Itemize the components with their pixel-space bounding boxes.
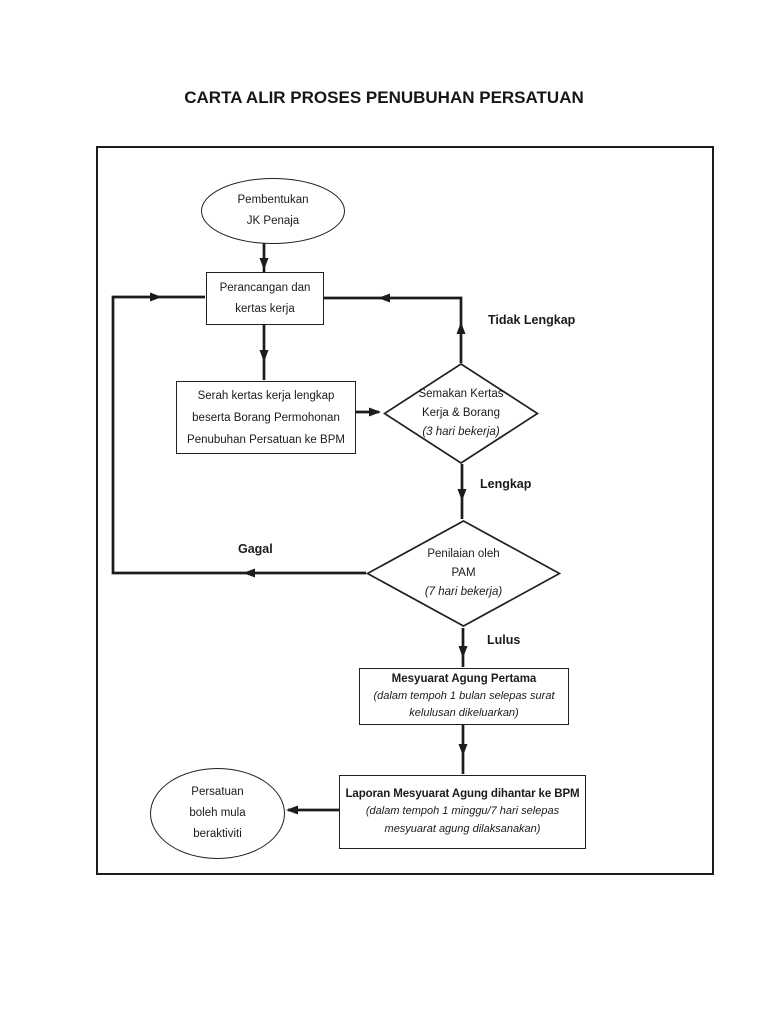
node-text: Semakan Kertas: [418, 388, 504, 400]
node-text: beserta Borang Permohonan: [192, 411, 340, 424]
node-text: PAM: [451, 567, 476, 579]
node-text: kertas kerja: [235, 302, 295, 315]
node-title: Mesyuarat Agung Pertama: [391, 673, 537, 685]
edge-label-tidak-lengkap: Tidak Lengkap: [488, 313, 576, 327]
node-text: Kerja & Borang: [421, 407, 500, 419]
node-text: JK Penaja: [246, 215, 300, 227]
node-note: kelulusan dikeluarkan): [409, 707, 519, 719]
node-laporan-mesyuarat-agung: Laporan Mesyuarat Agung dihantar ke BPM …: [339, 775, 586, 849]
node-text: Pembentukan: [237, 194, 309, 206]
node-persatuan-boleh-mula-beraktiviti: Persatuan boleh mula beraktiviti: [150, 768, 285, 859]
node-text: Persatuan: [191, 786, 244, 798]
node-text: Perancangan dan: [219, 281, 311, 294]
node-pembentukan-jk-penaja: Pembentukan JK Penaja: [201, 178, 345, 244]
flowchart-frame: [96, 146, 714, 875]
node-title: Laporan Mesyuarat Agung dihantar ke BPM: [345, 787, 580, 800]
page-title: CARTA ALIR PROSES PENUBUHAN PERSATUAN: [184, 88, 584, 107]
node-note: mesyuarat agung dilaksanakan): [384, 822, 541, 835]
edge-label-lulus: Lulus: [487, 633, 521, 647]
node-note: (dalam tempoh 1 minggu/7 hari selepas: [365, 805, 560, 818]
node-penilaian-oleh-pam: Penilaian oleh PAM (7 hari bekerja): [366, 520, 561, 627]
node-text: beraktiviti: [193, 828, 242, 840]
edge-label-gagal: Gagal: [238, 542, 273, 556]
node-mesyuarat-agung-pertama: Mesyuarat Agung Pertama (dalam tempoh 1 …: [359, 668, 569, 725]
node-text: Penubuhan Persatuan ke BPM: [187, 433, 345, 446]
node-text: Penilaian oleh: [427, 548, 500, 560]
node-note: (3 hari bekerja): [422, 426, 500, 438]
diamond-shape: [366, 520, 561, 627]
edge-label-lengkap: Lengkap: [480, 477, 532, 491]
diamond-shape: [383, 363, 539, 464]
node-note: (dalam tempoh 1 bulan selepas surat: [373, 690, 555, 702]
node-text: Serah kertas kerja lengkap: [197, 389, 335, 402]
node-serah-kertas-kerja: Serah kertas kerja lengkap beserta Boran…: [176, 381, 356, 454]
node-text: boleh mula: [189, 807, 246, 819]
node-semakan-kertas-kerja-borang: Semakan Kertas Kerja & Borang (3 hari be…: [383, 363, 539, 464]
node-note: (7 hari bekerja): [424, 586, 503, 598]
node-perancangan-kertas-kerja: Perancangan dan kertas kerja: [206, 272, 324, 325]
